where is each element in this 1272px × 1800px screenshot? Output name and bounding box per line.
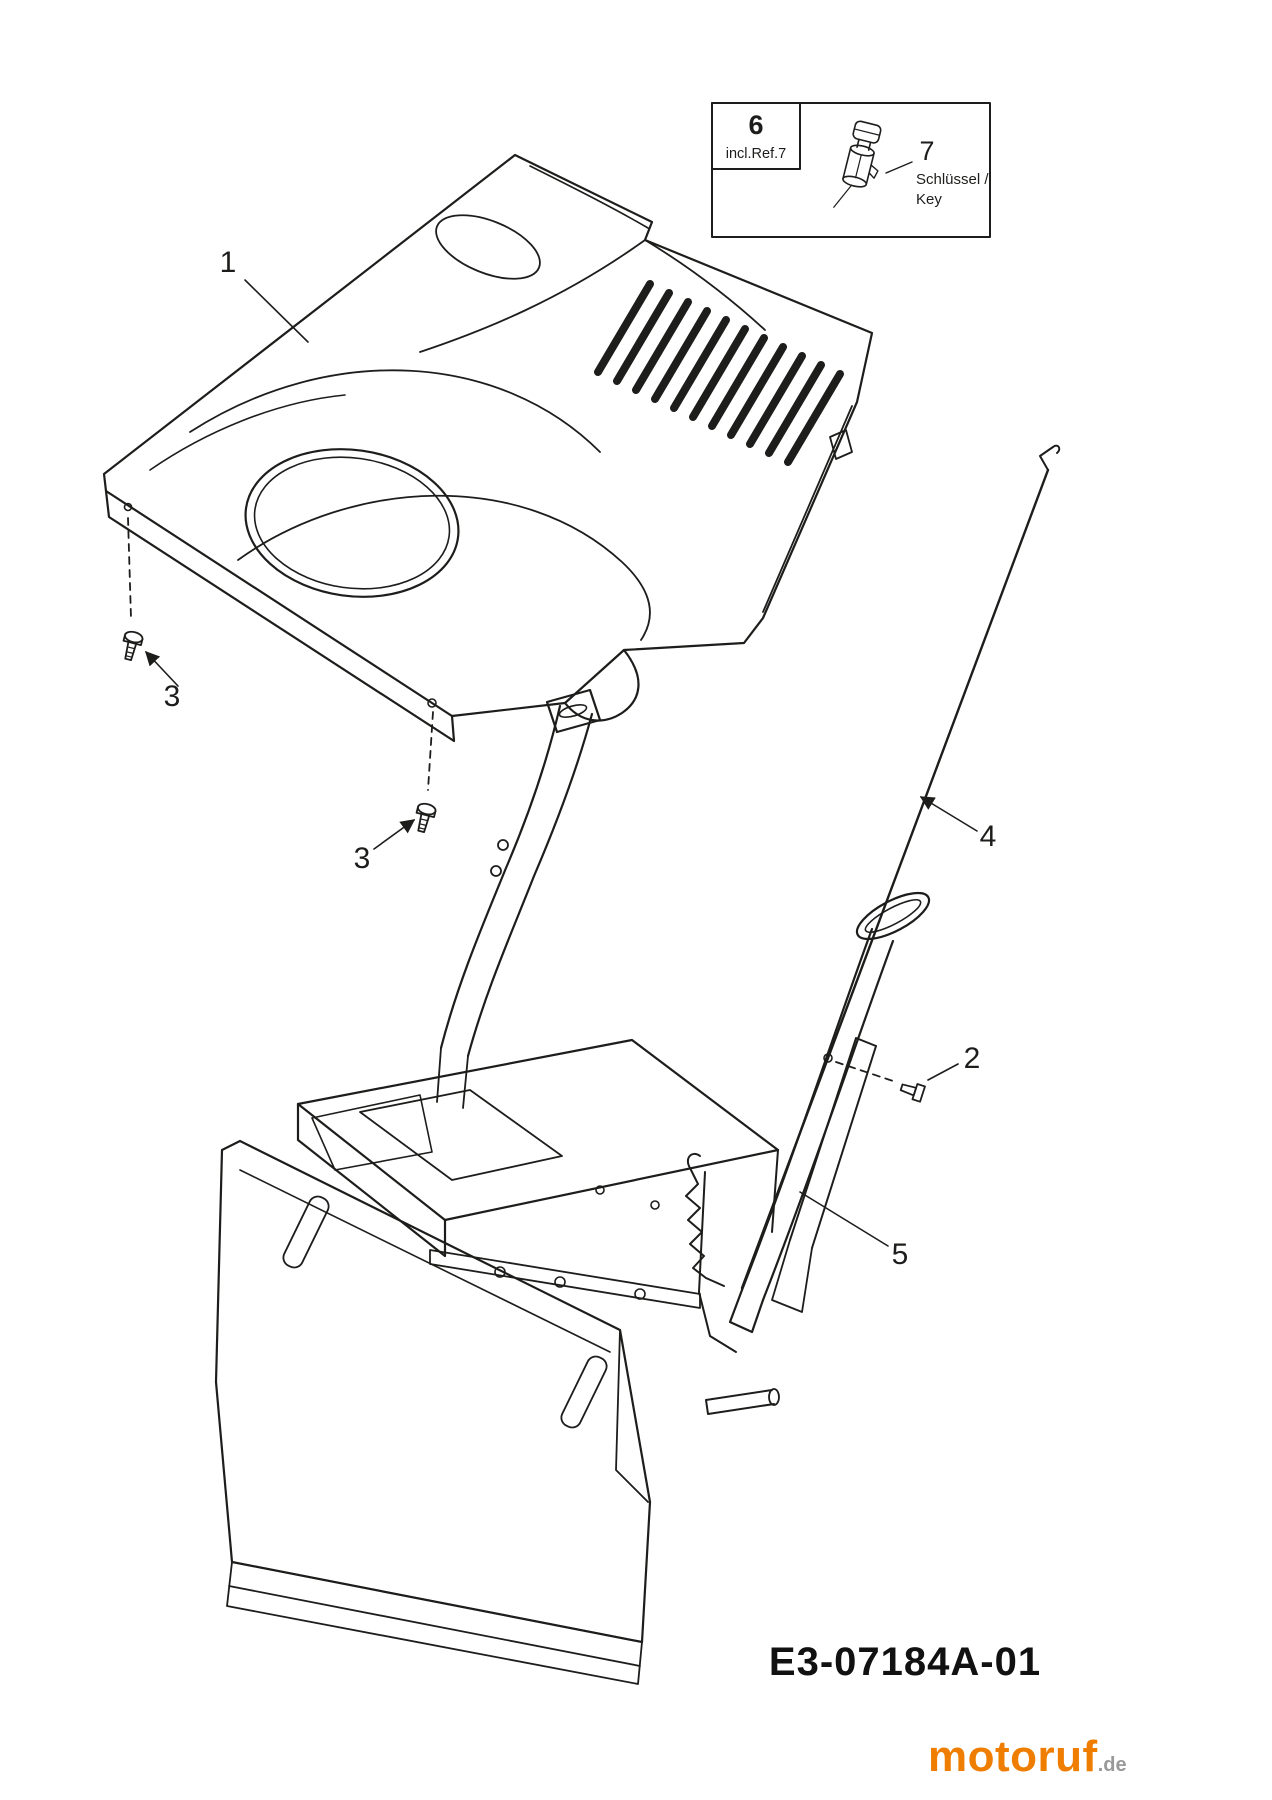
chassis-frame-drawing bbox=[296, 1038, 780, 1415]
front-blade-drawing bbox=[214, 1139, 652, 1685]
inset-box bbox=[711, 102, 991, 238]
screw-3-mid-drawing bbox=[415, 802, 437, 834]
engine-opening-circle bbox=[244, 448, 460, 598]
dashed-leader-lines bbox=[127, 517, 897, 1083]
motoruf-logo-tld: .de bbox=[1097, 1754, 1127, 1776]
inset-key-label-en: Key bbox=[916, 191, 942, 208]
engine-cover-drawing bbox=[102, 153, 874, 743]
vent-slats bbox=[594, 280, 844, 466]
callout-2: 2 bbox=[964, 1042, 981, 1075]
callout-4: 4 bbox=[980, 820, 997, 853]
diagram-part-code: E3-07184A-01 bbox=[768, 1640, 1042, 1684]
inset-callout-6: 6 bbox=[748, 110, 763, 140]
callout-3-left: 3 bbox=[164, 680, 181, 713]
motoruf-logo[interactable]: motoruf.de bbox=[928, 1732, 1127, 1782]
callout-1: 1 bbox=[220, 246, 237, 279]
motoruf-logo-brand: motoruf bbox=[928, 1732, 1098, 1781]
ignition-key-drawing bbox=[833, 120, 882, 208]
inset-note: incl.Ref.7 bbox=[726, 146, 786, 162]
inset-callout-7: 7 bbox=[919, 136, 934, 166]
handle-column-drawing bbox=[436, 688, 602, 1109]
bolt-2-drawing bbox=[899, 1083, 926, 1103]
inset-key-label-de: Schlüssel / bbox=[916, 171, 989, 188]
callout-leader-lines bbox=[145, 279, 978, 1247]
callout-5: 5 bbox=[892, 1238, 909, 1271]
cable-rod-drawing bbox=[740, 444, 1061, 1290]
callout-3-mid: 3 bbox=[354, 842, 371, 875]
screw-3-left-drawing bbox=[122, 630, 144, 662]
spring-drawing bbox=[685, 1152, 725, 1287]
